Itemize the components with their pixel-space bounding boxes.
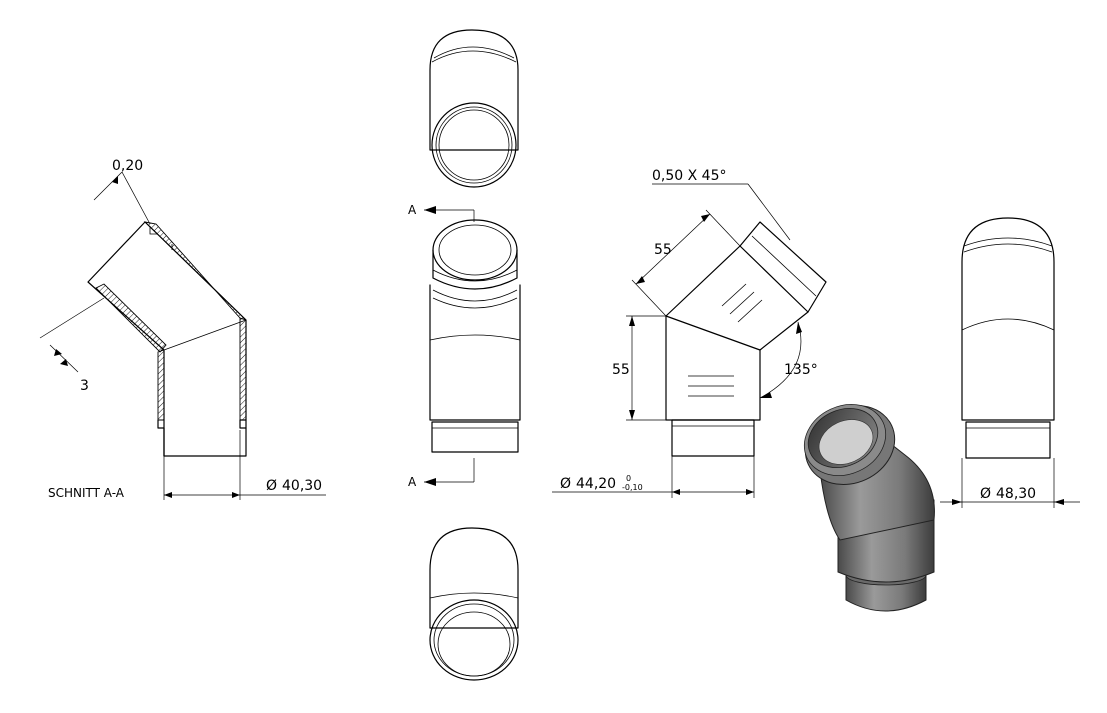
tol-lower-label: -0,10 bbox=[622, 483, 643, 492]
dim-thickness-label: 0,20 bbox=[112, 158, 143, 174]
chamfer-label: 0,50 X 45° bbox=[652, 168, 726, 184]
section-mark-top: A bbox=[408, 203, 417, 217]
tol-upper-label: 0 bbox=[626, 474, 631, 483]
section-title: SCHNITT A-A bbox=[48, 486, 125, 500]
dim-right-diameter-label: 48,30 bbox=[996, 486, 1036, 502]
right-view: Ø 48,30 bbox=[940, 217, 1080, 508]
dim-inner-diameter-symbol: Ø bbox=[266, 478, 277, 494]
isometric-render bbox=[803, 404, 935, 612]
dim-outer-diameter-symbol: Ø bbox=[560, 476, 571, 492]
side-view: 55 55 0,50 X 45° 135° Ø 44,20 0 -0,10 bbox=[552, 168, 827, 498]
dim-wall-label: 3 bbox=[80, 378, 89, 394]
bottom-view bbox=[429, 527, 519, 681]
top-view bbox=[429, 29, 519, 188]
angle-label: 135° bbox=[784, 362, 818, 378]
dim-lower-leg-label: 55 bbox=[612, 362, 630, 378]
section-view-a-a: 0,20 3 Ø 40,30 SCHNITT A-A bbox=[39, 158, 326, 500]
section-mark-bottom: A bbox=[408, 475, 417, 489]
dim-upper-leg-label: 55 bbox=[654, 242, 672, 258]
dim-right-diameter-symbol: Ø bbox=[980, 486, 991, 502]
front-view: A A bbox=[408, 203, 521, 489]
dim-inner-diameter-label: 40,30 bbox=[282, 478, 322, 494]
dim-outer-diameter-label: 44,20 bbox=[576, 476, 616, 492]
